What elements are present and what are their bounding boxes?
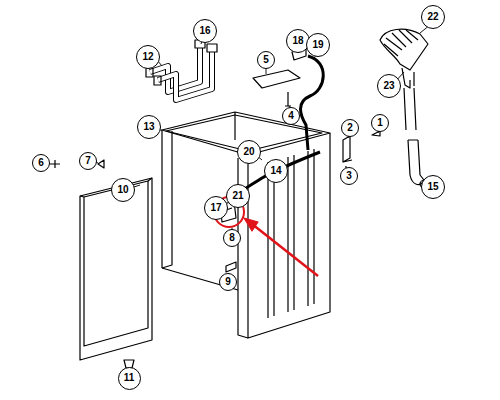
screw-6 — [50, 160, 60, 168]
callout-number: 16 — [193, 19, 217, 43]
callout-number: 10 — [111, 178, 135, 202]
callout-number: 14 — [264, 159, 288, 183]
callout-number: 7 — [79, 152, 97, 170]
callout-number: 9 — [219, 273, 237, 291]
callout-number: 11 — [118, 367, 141, 390]
callout-number: 19 — [306, 33, 330, 57]
clip-9 — [226, 262, 236, 272]
callout-number: 23 — [377, 74, 401, 98]
highlight-arrow — [252, 224, 318, 276]
clip-7 — [98, 160, 104, 168]
drain-hose — [380, 29, 430, 188]
callout-number: 6 — [32, 154, 50, 172]
callout-number: 21 — [226, 184, 250, 208]
callout-number: 17 — [204, 196, 228, 220]
callout-number: 15 — [421, 175, 445, 199]
highlight-arrowhead — [244, 218, 258, 231]
leader-lines — [48, 25, 432, 371]
cabinet — [162, 112, 330, 338]
callout-number: 22 — [421, 5, 445, 29]
callout-number: 4 — [282, 107, 300, 125]
part-2 — [343, 136, 352, 162]
callout-number: 20 — [237, 140, 261, 164]
front-panel — [80, 178, 152, 360]
callout-number: 8 — [223, 229, 241, 247]
callout-number: 12 — [136, 45, 160, 69]
callout-number: 3 — [340, 167, 358, 185]
callout-number: 5 — [257, 51, 275, 69]
callout-number: 13 — [137, 115, 161, 139]
part-5 — [253, 70, 300, 88]
callout-number: 1 — [371, 114, 389, 132]
callout-number: 2 — [341, 119, 359, 137]
screw-4 — [285, 92, 291, 106]
